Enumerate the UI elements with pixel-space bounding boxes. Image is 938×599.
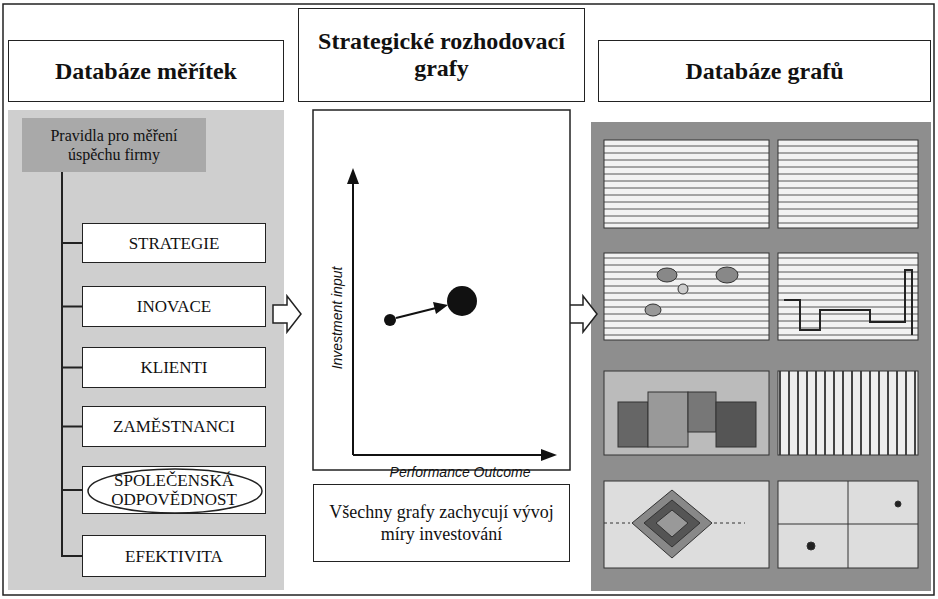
trend-head bbox=[433, 302, 448, 314]
box-text: INOVACE bbox=[137, 297, 211, 316]
trend-arrow bbox=[396, 308, 436, 318]
axis-head bbox=[347, 168, 359, 184]
tree-branch bbox=[62, 172, 82, 490]
box-text: Databáze grafů bbox=[686, 58, 844, 85]
column-header: Databáze měřítek bbox=[8, 40, 284, 102]
axis-label: Performance Outcome bbox=[390, 464, 531, 480]
x-axis bbox=[353, 454, 545, 456]
tree-branch bbox=[62, 172, 82, 307]
category-box: STRATEGIE bbox=[82, 223, 266, 263]
box-text: STRATEGIE bbox=[129, 234, 220, 253]
chart-thumbnails bbox=[604, 140, 918, 568]
box-text: SPOLEČENSKÁ ODPOVĚDNOST bbox=[89, 471, 259, 509]
category-box: SPOLEČENSKÁ ODPOVĚDNOST bbox=[82, 466, 266, 514]
category-box: EFEKTIVITA bbox=[82, 535, 266, 577]
tree-branch bbox=[62, 172, 82, 368]
box-text: Pravidla pro měření úspěchu firmy bbox=[30, 126, 198, 164]
rules-heading: Pravidla pro měření úspěchu firmy bbox=[22, 118, 206, 172]
box-text: EFEKTIVITA bbox=[125, 547, 223, 566]
tree-branch bbox=[62, 172, 82, 243]
start-dot bbox=[384, 314, 396, 326]
flow-arrow bbox=[273, 296, 301, 332]
column-header: Strategické rozhodovací grafy bbox=[298, 8, 585, 102]
chart-frame bbox=[313, 110, 570, 470]
outer-frame bbox=[3, 4, 934, 595]
right-panel bbox=[591, 122, 931, 591]
column-header: Databáze grafů bbox=[598, 40, 931, 102]
end-dot bbox=[447, 286, 477, 316]
box-text: Databáze měřítek bbox=[55, 58, 237, 85]
note-box: Všechny grafy zachycují vývoj míry inves… bbox=[313, 484, 570, 562]
left-panel bbox=[8, 110, 284, 590]
category-box: KLIENTI bbox=[82, 347, 266, 388]
category-box: ZAMĚSTNANCI bbox=[82, 406, 266, 447]
box-text: Všechny grafy zachycují vývoj míry inves… bbox=[324, 501, 559, 545]
box-text: Strategické rozhodovací grafy bbox=[305, 28, 578, 82]
tree-branch bbox=[62, 172, 82, 556]
box-text: ZAMĚSTNANCI bbox=[113, 417, 235, 436]
axis-head bbox=[541, 449, 557, 461]
axis-label: Investment input bbox=[329, 267, 345, 370]
category-box: INOVACE bbox=[82, 286, 266, 327]
tree-branch bbox=[62, 172, 82, 427]
y-axis bbox=[352, 180, 354, 455]
flow-arrow bbox=[569, 296, 597, 332]
box-text: KLIENTI bbox=[140, 358, 207, 377]
